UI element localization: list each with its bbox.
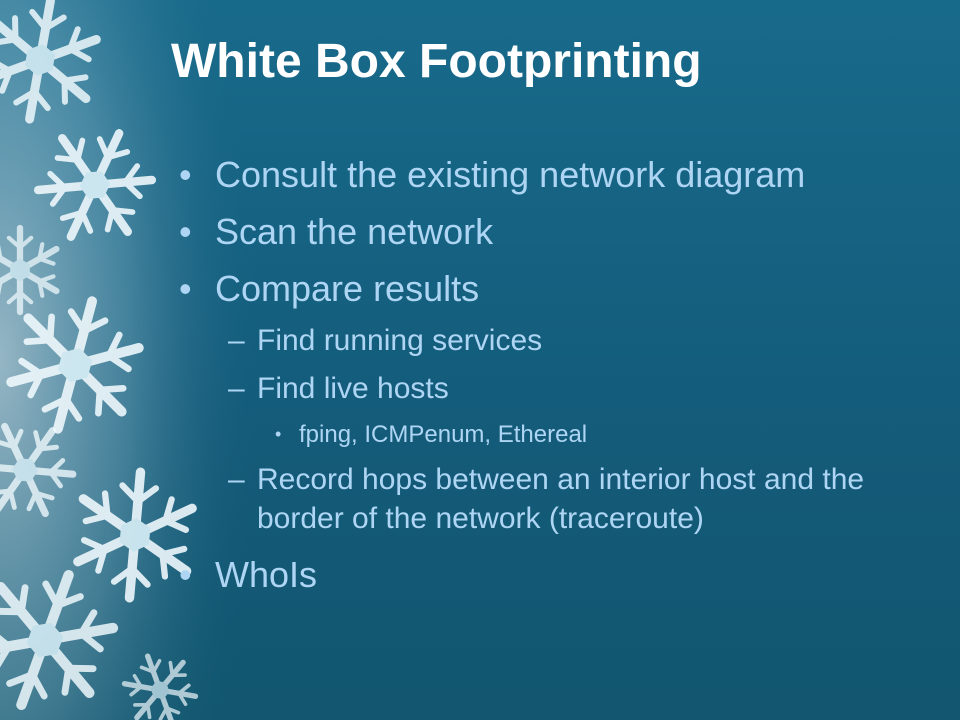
bullet-item: • WhoIs — [176, 546, 906, 603]
bullet-item: • Scan the network — [176, 203, 906, 260]
snowflake-decoration — [0, 0, 260, 720]
sub-bullet-item: – Record hops between an interior host a… — [176, 456, 906, 544]
sub-bullet-text: Record hops between an interior host and… — [257, 463, 865, 535]
bullet-marker: • — [179, 554, 192, 595]
dash-marker: – — [228, 324, 245, 357]
bullet-marker: • — [179, 154, 192, 195]
sub-bullet-text: Find live hosts — [257, 372, 449, 405]
bullet-list: • Consult the existing network diagram •… — [176, 146, 906, 603]
bullet-text: Compare results — [215, 268, 480, 309]
bullet-marker: • — [275, 424, 282, 444]
bullet-text: Scan the network — [215, 211, 494, 252]
sub-sub-bullet-item: • fping, ICMPenum, Ethereal — [176, 413, 906, 456]
bullet-marker: • — [179, 268, 192, 309]
bullet-text: WhoIs — [215, 554, 318, 595]
sub-sub-bullet-text: fping, ICMPenum, Ethereal — [299, 421, 588, 448]
bullet-marker: • — [179, 211, 192, 252]
sub-bullet-text: Find running services — [257, 324, 543, 357]
bullet-item: • Compare results — [176, 260, 906, 317]
dash-marker: – — [228, 463, 245, 496]
slide-title: White Box Footprinting — [171, 35, 702, 88]
dash-marker: – — [228, 372, 245, 405]
sub-bullet-item: – Find live hosts — [176, 365, 906, 413]
sub-bullet-item: – Find running services — [176, 317, 906, 365]
bullet-text: Consult the existing network diagram — [215, 154, 806, 195]
bullet-item: • Consult the existing network diagram — [176, 146, 906, 203]
